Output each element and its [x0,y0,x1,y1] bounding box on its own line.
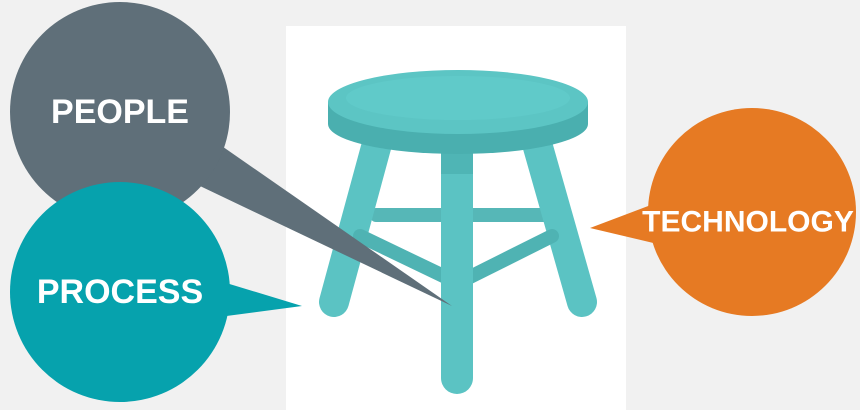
technology-label: TECHNOLOGY [642,206,854,239]
people-label: PEOPLE [51,93,189,131]
process-label: PROCESS [37,273,203,311]
stool-seat-highlight [346,76,570,120]
